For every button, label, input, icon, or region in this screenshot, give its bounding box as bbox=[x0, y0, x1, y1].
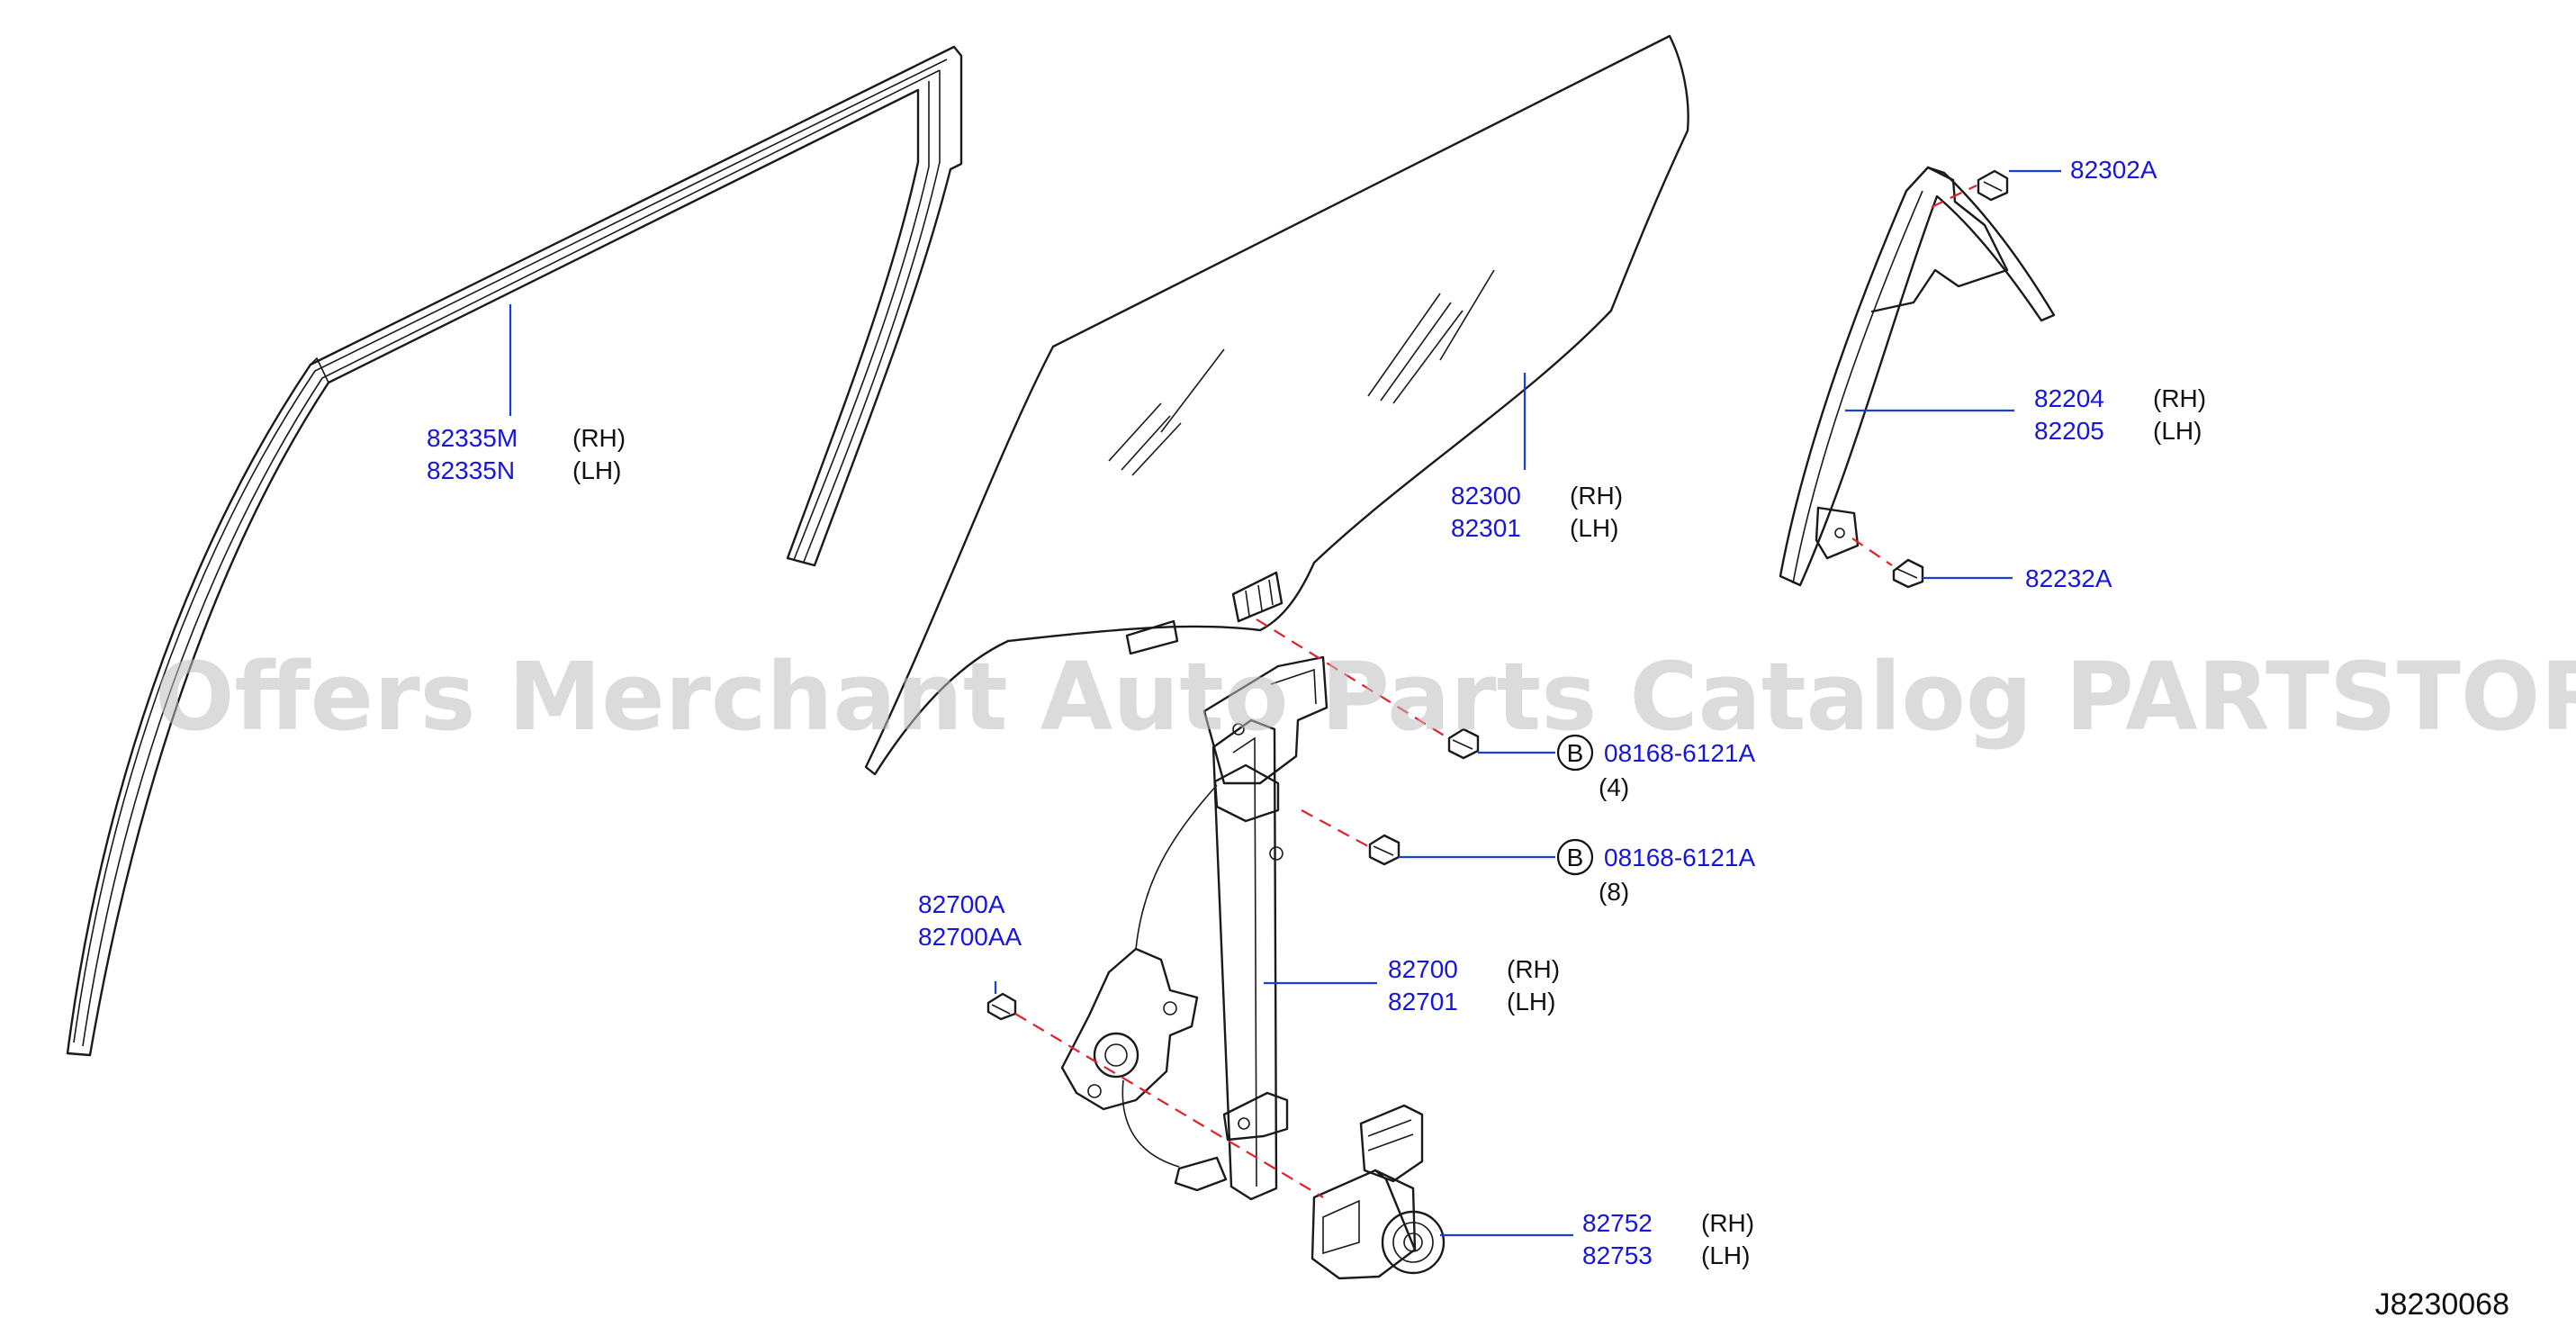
part-number-82301[interactable]: 82301 bbox=[1451, 514, 1521, 542]
part-number-08168-6121a[interactable]: 08168-6121A bbox=[1604, 844, 1755, 871]
reference-marker-b: B bbox=[1567, 844, 1584, 871]
part-number-82302a[interactable]: 82302A bbox=[2070, 156, 2157, 184]
part-number-82335n[interactable]: 82335N bbox=[427, 456, 515, 484]
part-number-08168-6121a[interactable]: 08168-6121A bbox=[1604, 739, 1755, 767]
regulator-motor bbox=[1311, 1104, 1446, 1280]
callout-82300: 82300 (RH) 82301 (LH) bbox=[1451, 482, 1623, 542]
side-lh: (LH) bbox=[1701, 1241, 1750, 1269]
part-number-82752[interactable]: 82752 bbox=[1582, 1209, 1653, 1237]
quantity-label: (4) bbox=[1599, 773, 1629, 801]
callout-82752: 82752 (RH) 82753 (LH) bbox=[1582, 1209, 1754, 1269]
side-lh: (LH) bbox=[1570, 514, 1618, 542]
part-number-82701[interactable]: 82701 bbox=[1388, 988, 1458, 1016]
side-lh: (LH) bbox=[1507, 988, 1555, 1016]
part-number-82300[interactable]: 82300 bbox=[1451, 482, 1521, 510]
bolt-08168-top-icon bbox=[1447, 727, 1480, 760]
rear-sash bbox=[1779, 166, 2056, 587]
callout-08168-qty8: B 08168-6121A (8) bbox=[1556, 838, 1755, 906]
callout-82700a: 82700A 82700AA bbox=[918, 890, 1022, 951]
watermark-text: Offers Merchant Auto Parts Catalog PARTS… bbox=[155, 642, 2576, 752]
reference-marker-circle bbox=[1556, 838, 1594, 876]
door-sash-channel bbox=[66, 45, 963, 1057]
part-number-82753[interactable]: 82753 bbox=[1582, 1241, 1653, 1269]
callout-82204: 82204 (RH) 82205 (LH) bbox=[2034, 384, 2206, 445]
side-lh: (LH) bbox=[2153, 417, 2202, 445]
alignment-lines bbox=[1014, 185, 1977, 1198]
door-glass bbox=[864, 34, 1689, 776]
part-number-82335m[interactable]: 82335M bbox=[427, 424, 518, 452]
bolt-08168-mid-icon bbox=[1368, 834, 1401, 866]
part-number-82700[interactable]: 82700 bbox=[1388, 955, 1458, 983]
callout-08168-qty4: B 08168-6121A (4) bbox=[1556, 734, 1755, 801]
part-number-82232a[interactable]: 82232A bbox=[2025, 564, 2112, 592]
callout-82302a: 82302A bbox=[2070, 156, 2157, 184]
part-number-82204[interactable]: 82204 bbox=[2034, 384, 2104, 412]
side-rh: (RH) bbox=[1701, 1209, 1754, 1237]
callout-82335: 82335M (RH) 82335N (LH) bbox=[427, 424, 626, 484]
window-regulator bbox=[1060, 655, 1329, 1201]
side-rh: (RH) bbox=[1570, 482, 1623, 510]
side-lh: (LH) bbox=[572, 456, 621, 484]
side-rh: (RH) bbox=[572, 424, 626, 452]
bolt-82302a-icon bbox=[1977, 169, 2009, 202]
diagram-id: J8230068 bbox=[2375, 1287, 2509, 1322]
callout-82700: 82700 (RH) 82701 (LH) bbox=[1388, 955, 1560, 1016]
quantity-label: (8) bbox=[1599, 878, 1629, 906]
side-rh: (RH) bbox=[2153, 384, 2206, 412]
part-number-82700aa[interactable]: 82700AA bbox=[918, 923, 1022, 951]
callout-82232a: 82232A bbox=[2025, 564, 2112, 592]
side-rh: (RH) bbox=[1507, 955, 1560, 983]
screw-82700a-icon bbox=[986, 992, 1017, 1021]
part-number-82700a[interactable]: 82700A bbox=[918, 890, 1005, 918]
bolt-82232a-icon bbox=[1892, 558, 1924, 589]
part-number-82205[interactable]: 82205 bbox=[2034, 417, 2104, 445]
reference-marker-b: B bbox=[1567, 739, 1584, 767]
reference-marker-circle bbox=[1556, 734, 1594, 772]
leader-lines bbox=[509, 169, 2061, 1237]
